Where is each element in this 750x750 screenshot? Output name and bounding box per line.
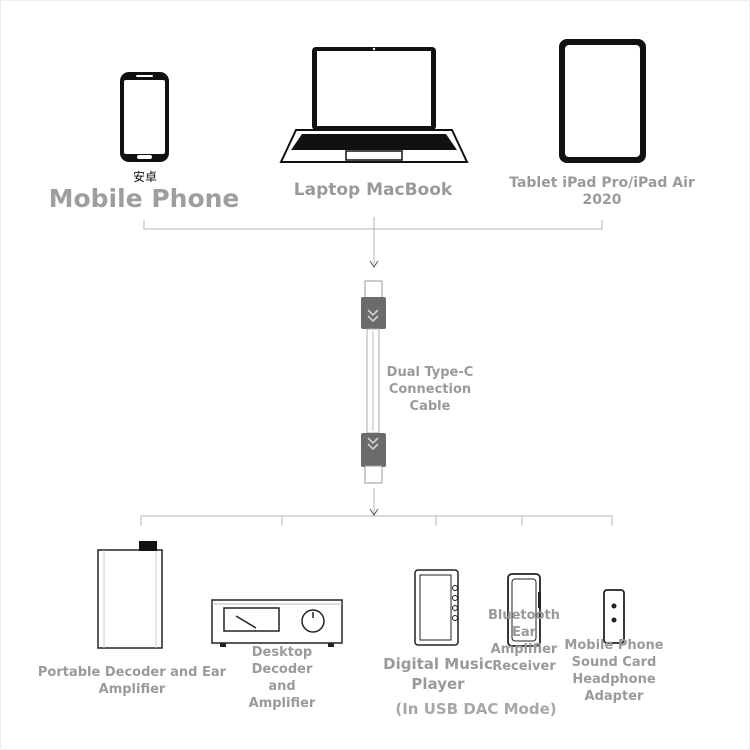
desktop-amp-label-line4: Amplifier — [248, 696, 316, 711]
headphone-adapter-label-line3: Headphone — [572, 672, 656, 687]
desktop-amp-label-line3: and — [268, 679, 296, 694]
music-player-label: Digital Music Player — [378, 654, 498, 694]
desktop-amp-label-line1: Desktop — [251, 645, 313, 660]
cable-label-line3: Cable — [409, 399, 451, 414]
tablet-label-line1: Tablet iPad Pro/iPad Air — [509, 175, 695, 191]
bluetooth-receiver-label-line1: Bluetooth — [488, 608, 560, 623]
bluetooth-receiver-label-line4: Receiver — [492, 659, 556, 674]
phone-icon — [120, 72, 169, 162]
music-player-label-line1: Digital Music — [383, 655, 493, 673]
portable-amp-label: Portable Decoder and Ear Amplifier — [30, 664, 234, 698]
cable-label-line2: Connection — [388, 382, 472, 397]
desktop-amp-label: Desktop Decoder and Amplifier — [232, 644, 332, 712]
tablet-label: Tablet iPad Pro/iPad Air 2020 — [490, 175, 714, 209]
headphone-adapter-label-line2: Sound Card — [571, 655, 657, 670]
laptop-label: Laptop MacBook — [293, 180, 453, 200]
bluetooth-receiver-icon — [507, 573, 541, 647]
headphone-adapter-icon — [603, 589, 625, 644]
bluetooth-receiver-label-line3: Amplifier — [490, 642, 558, 657]
cable-label-line1: Dual Type-C — [386, 365, 474, 380]
bluetooth-receiver-label: Bluetooth Ear Amplifier Receiver — [484, 607, 564, 675]
bluetooth-receiver-label-line2: Ear — [511, 625, 537, 640]
arrow-down-icon — [369, 260, 379, 268]
music-player-label-line2: Player — [411, 675, 465, 693]
arrow-down-icon — [369, 508, 379, 516]
portable-amp-label-line1: Portable Decoder and Ear — [37, 665, 227, 680]
headphone-adapter-label-line4: Adapter — [584, 689, 644, 704]
bottom-bracket — [140, 488, 613, 526]
tablet-icon — [559, 39, 646, 163]
top-bracket — [143, 217, 603, 265]
tablet-label-line2: 2020 — [582, 192, 622, 208]
phone-sub-label: 安卓 — [132, 170, 157, 184]
cable-label: Dual Type-C Connection Cable — [380, 364, 480, 415]
headphone-adapter-label: Mobile Phone Sound Card Headphone Adapte… — [560, 637, 668, 705]
headphone-adapter-label-line1: Mobile Phone — [564, 638, 664, 653]
laptop-icon — [279, 47, 469, 163]
mobile-phone-label: Mobile Phone — [48, 184, 240, 213]
desktop-amp-icon — [211, 599, 343, 647]
portable-amp-label-line2: Amplifier — [98, 682, 166, 697]
usb-c-cable-icon — [361, 280, 386, 484]
music-player-icon — [414, 569, 459, 646]
usb-dac-mode-note: (In USB DAC Mode) — [395, 700, 557, 718]
desktop-amp-label-line2: Decoder — [251, 662, 313, 677]
portable-amp-icon — [97, 541, 163, 649]
